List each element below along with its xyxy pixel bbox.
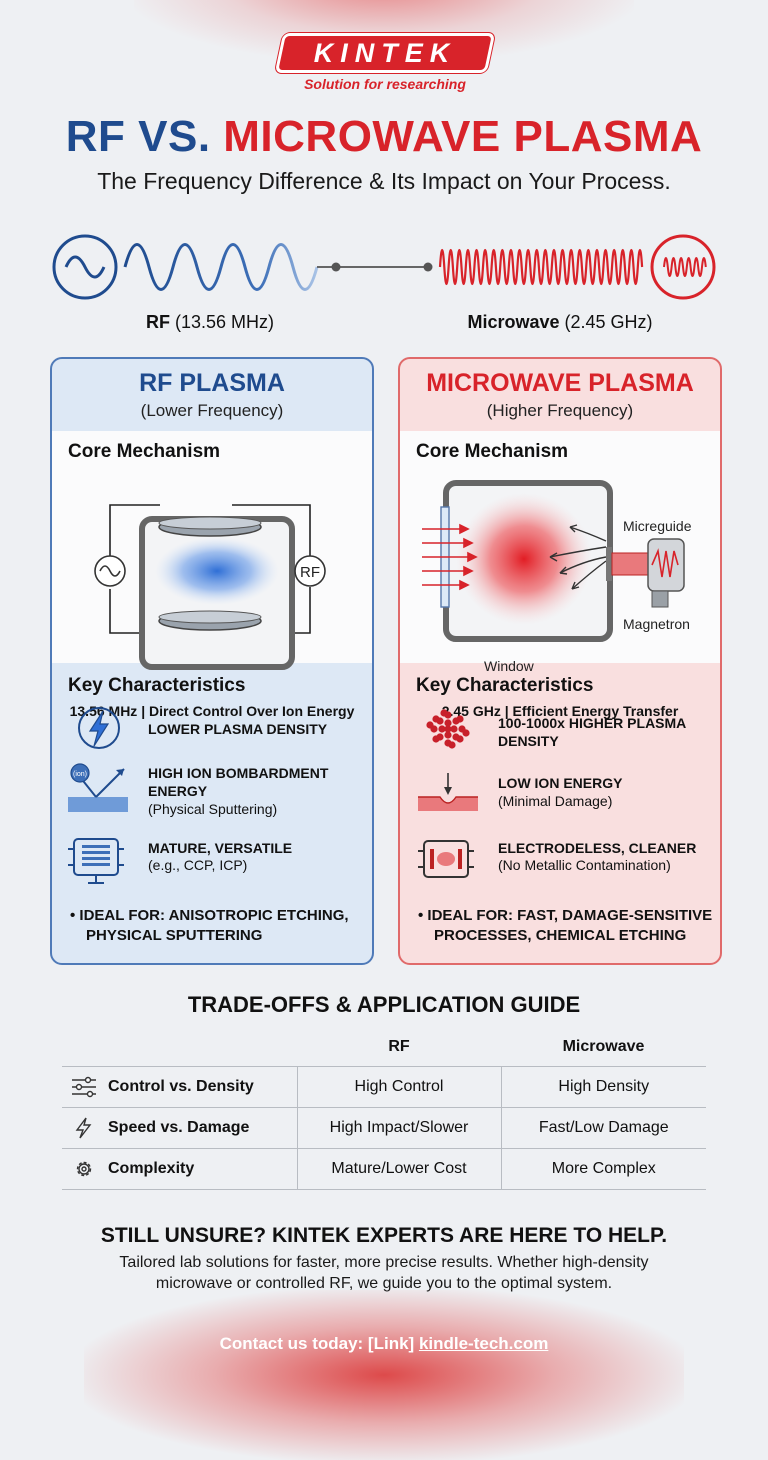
ion-bombardment-icon: (ion) [68,763,128,812]
rf-char-1-title: LOWER PLASMA DENSITY [148,721,328,737]
row-rf-value: High Control [297,1066,502,1108]
rf-value: (13.56 MHz) [174,312,275,332]
rf-frequency-label: RF (13.56 MHz) [90,312,330,333]
contact-line: Contact us today: [Link] kindle-tech.com [0,1334,768,1354]
rf-card-title: RF PLASMA [139,369,285,397]
mw-card-subtitle: (Higher Frequency) [486,401,634,420]
microwave-wave-icon [650,234,716,300]
mw-char-2-title: LOW ION ENERGY [498,775,623,791]
mw-characteristics-heading: Key Characteristics [416,675,594,696]
table-row: Speed vs. Damage High Impact/Slower Fast… [62,1107,706,1149]
microwave-wave [438,248,644,286]
rf-ideal-line-2: PHYSICAL SPUTTERING [86,927,263,944]
mw-mechanism-heading: Core Mechanism [416,441,569,462]
mw-mechanism-caption: 2.45 GHz | Efficient Energy Transfer [441,703,679,719]
bottom-glow [84,1290,684,1460]
rf-char-3-note: (e.g., CCP, ICP) [148,857,248,873]
table-row: Complexity Mature/Lower Cost More Comple… [62,1148,706,1190]
reactor-icon [68,838,124,884]
rf-ideal-for: • IDEAL FOR: ANISOTROPIC ETCHING, PHYSIC… [70,906,349,946]
rf-wave-icon [52,234,118,300]
title-microwave: MICROWAVE PLASMA [223,112,703,161]
row-microwave-value: Fast/Low Damage [501,1107,706,1149]
high-density-icon [426,709,470,749]
column-header-rf: RF [297,1028,501,1067]
application-guide-table: RF Microwave Control vs. Density High Co… [62,1028,706,1190]
row-rf-value: Mature/Lower Cost [297,1148,502,1190]
rf-mechanism-heading: Core Mechanism [68,441,221,462]
magnetron-icon [647,538,685,592]
window-label: Window [484,658,535,674]
rf-ideal-line-1: • IDEAL FOR: ANISOTROPIC ETCHING, [70,907,349,924]
table-row: Control vs. Density High Control High De… [62,1066,706,1108]
rf-characteristics-heading: Key Characteristics [68,675,246,696]
mw-char-3-note: (No Metallic Contamination) [498,857,671,873]
column-header-microwave: Microwave [501,1028,706,1067]
sliders-icon [72,1076,96,1098]
lightning-icon [75,1117,92,1139]
electrodeless-icon [418,840,474,878]
mw-ideal-line-1: • IDEAL FOR: FAST, DAMAGE-SENSITIVE [418,907,713,924]
lightning-icon [78,707,120,749]
cta-title: STILL UNSURE? KINTEK EXPERTS ARE HERE TO… [100,1224,668,1247]
row-label: Speed vs. Damage [108,1119,250,1137]
ac-source-icon [94,555,126,587]
microwave-plasma-card: MICROWAVE PLASMA (Higher Frequency) Core… [398,357,722,965]
rf-char-2-title: HIGH ION BOMBARDMENT ENERGY [148,765,329,799]
logo-tagline: Solution for researching [304,76,466,92]
rf-chamber-diagram: RF [94,504,326,670]
row-microwave-value: High Density [501,1066,706,1108]
rf-name: RF [145,312,170,332]
mw-char-1-title: 100-1000x HIGHER PLASMA DENSITY [498,715,686,749]
rf-char-3-title: MATURE, VERSATILE [148,840,293,856]
microwave-name: Microwave [467,312,560,332]
rf-char-2-note: (Physical Sputtering) [148,801,278,817]
contact-prefix: Contact us today: [Link] [219,1334,415,1353]
rf-mechanism-panel: Core Mechanism [52,431,372,719]
mw-mechanism-panel: Core Mechanism [400,431,720,719]
rf-source-label: RF [300,564,320,581]
rf-wave [123,243,319,291]
rf-card-subtitle: (Lower Frequency) [140,401,284,420]
microwave-chamber-diagram: Micreguide Window Magnetron [422,480,692,674]
microwave-value: (2.45 GHz) [564,312,653,332]
gear-icon [76,1161,92,1177]
mw-char-2-note: (Minimal Damage) [498,793,613,809]
microwave-frequency-label: Microwave (2.45 GHz) [430,312,690,333]
ion-label: (ion) [73,771,87,778]
rf-plasma-card: RF PLASMA (Lower Frequency) Core Mechani… [50,357,374,965]
guide-title: TRADE-OFFS & APPLICATION GUIDE [187,992,581,1017]
mw-card-title: MICROWAVE PLASMA [426,369,694,397]
micreguide-label: Micreguide [623,518,692,534]
page-title: RF VS. MICROWAVE PLASMA [0,112,768,162]
row-label: Complexity [108,1160,195,1178]
mw-ideal-for: • IDEAL FOR: FAST, DAMAGE-SENSITIVE PROC… [418,906,712,946]
mw-ideal-line-2: PROCESSES, CHEMICAL ETCHING [434,927,687,944]
table-header-row: RF Microwave [62,1028,706,1067]
magnetron-label: Magnetron [623,616,690,632]
contact-link[interactable]: kindle-tech.com [418,1334,549,1353]
mw-char-3-title: ELECTRODELESS, CLEANER [498,840,697,856]
rf-mechanism-caption: 13.56 MHz | Direct Control Over Ion Ener… [69,703,355,719]
rf-source-icon [294,555,326,587]
low-ion-energy-icon [418,773,478,811]
page-subtitle: The Frequency Difference & Its Impact on… [97,168,671,194]
frequency-wave-graphic [52,234,716,300]
row-rf-value: High Impact/Slower [297,1107,502,1149]
row-microwave-value: More Complex [501,1148,706,1190]
cta-body: Tailored lab solutions for faster, more … [119,1254,649,1292]
logo: KINTEK [313,38,457,68]
row-label: Control vs. Density [108,1078,254,1096]
title-rf: RF VS. [65,112,211,161]
